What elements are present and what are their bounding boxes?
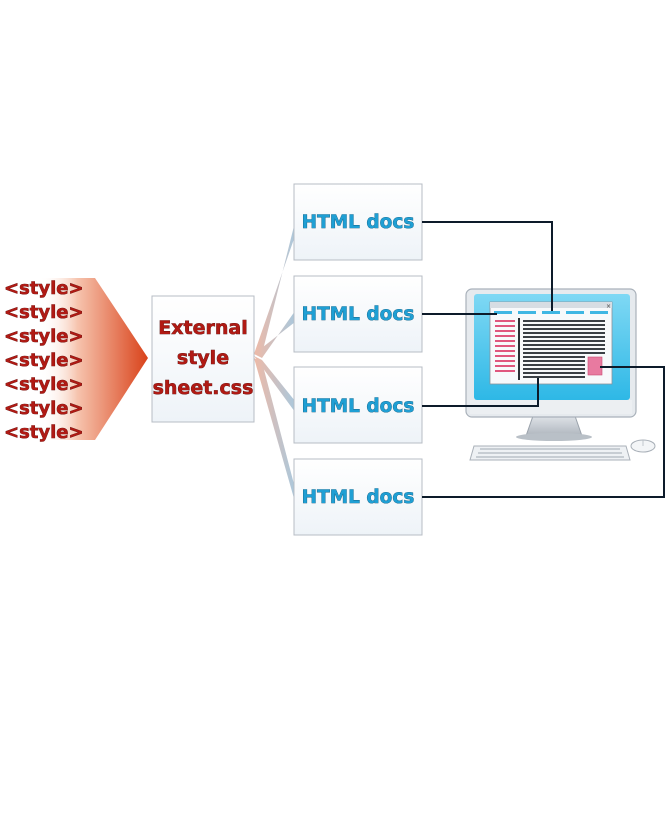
html-doc-label: HTML docs bbox=[302, 396, 415, 417]
connector-doc1-nav bbox=[422, 221, 553, 311]
html-doc-label: HTML docs bbox=[302, 304, 415, 325]
merge-arrow bbox=[40, 278, 148, 440]
html-doc-box-2: HTML docs bbox=[293, 275, 423, 353]
html-doc-label: HTML docs bbox=[302, 487, 415, 508]
html-doc-box-1: HTML docs bbox=[293, 183, 423, 261]
style-tag: <style> bbox=[4, 278, 84, 299]
style-tag: <style> bbox=[4, 350, 84, 371]
external-sheet-line-2: style bbox=[177, 347, 229, 369]
style-tag: <style> bbox=[4, 422, 84, 443]
svg-text:×: × bbox=[606, 303, 611, 310]
mouse-icon bbox=[630, 439, 656, 453]
style-tag: <style> bbox=[4, 302, 84, 323]
external-style-sheet-box: External style sheet.css bbox=[151, 295, 255, 423]
html-doc-box-3: HTML docs bbox=[293, 366, 423, 444]
style-tag-list: <style> <style> <style> <style> <style> … bbox=[4, 278, 84, 444]
external-sheet-line-3: sheet.css bbox=[153, 377, 254, 399]
style-tag: <style> bbox=[4, 398, 84, 419]
style-tag: <style> bbox=[4, 326, 84, 347]
connector-doc3-content bbox=[422, 378, 539, 407]
html-doc-label: HTML docs bbox=[302, 212, 415, 233]
connector-doc4-ad bbox=[422, 366, 665, 498]
html-doc-box-4: HTML docs bbox=[293, 458, 423, 536]
external-sheet-line-1: External bbox=[158, 317, 247, 339]
connector-lines bbox=[422, 221, 665, 498]
keyboard-icon bbox=[469, 445, 631, 461]
style-tag: <style> bbox=[4, 374, 84, 395]
distribution-fan bbox=[254, 222, 295, 502]
desktop-computer-icon: × bbox=[465, 288, 637, 441]
